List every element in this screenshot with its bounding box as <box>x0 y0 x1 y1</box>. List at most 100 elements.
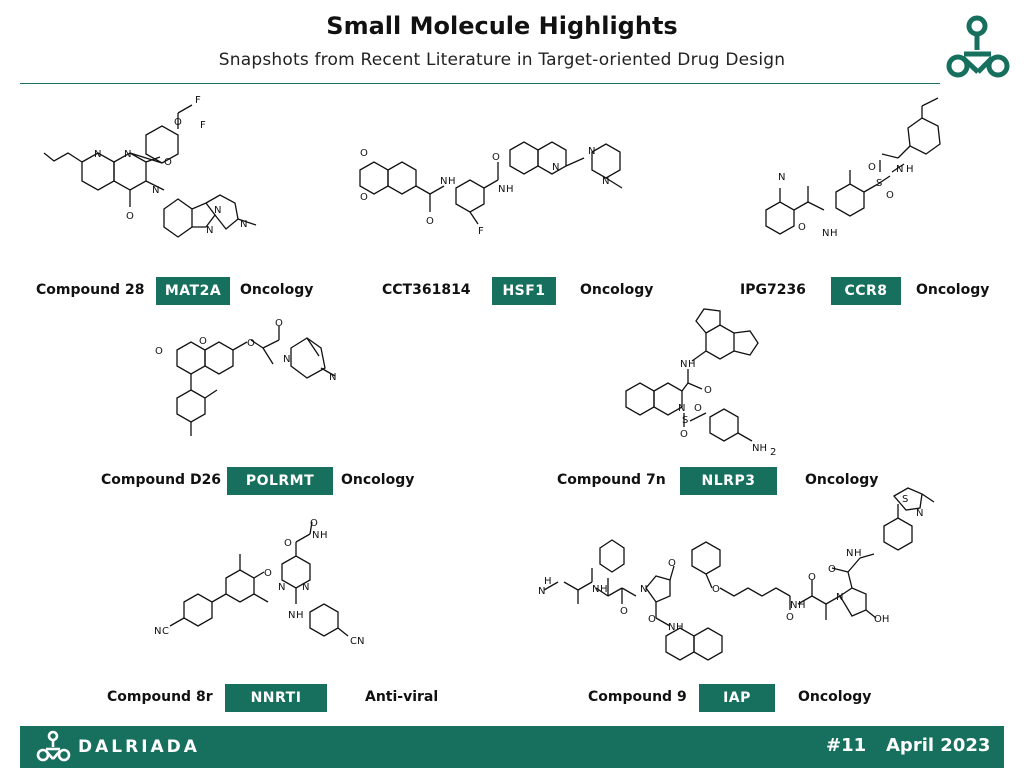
atom-label: H <box>506 184 514 195</box>
page-title: Small Molecule Highlights <box>326 12 678 40</box>
atom-label: N <box>602 176 609 187</box>
atom-label: F <box>195 95 201 106</box>
atom-label: N <box>552 162 559 173</box>
atom-label: N <box>916 508 923 519</box>
atom-label: F <box>200 120 206 131</box>
atom-label: O <box>808 572 816 583</box>
structure-compound-28: O F F N N O N N O N N <box>43 95 290 265</box>
atom-label: O <box>798 222 806 233</box>
atom-label: O <box>694 403 702 414</box>
atom-label: H <box>688 359 696 370</box>
structure-compound-8r: O N H O O N N N H N C CN <box>152 518 382 668</box>
atom-label: O <box>174 117 182 128</box>
atom-label: N <box>288 610 295 621</box>
atom-label: N <box>283 354 290 365</box>
target-badge: IAP <box>699 684 775 712</box>
atom-label: N <box>836 592 843 603</box>
atom-label: O <box>155 346 163 357</box>
atom-label: O <box>704 385 712 396</box>
atom-label: S <box>876 178 882 189</box>
issue-date: April 2023 <box>886 735 991 756</box>
compound-name: Compound 9 <box>588 689 687 705</box>
atom-label: N <box>778 172 785 183</box>
footer-bar: DALRIADA #11 April 2023 <box>20 726 1004 768</box>
atom-label: C <box>162 626 169 637</box>
therapeutic-area: Oncology <box>916 282 990 298</box>
atom-label: CN <box>350 636 364 647</box>
atom-label: N <box>678 403 685 414</box>
atom-label: F <box>478 226 484 237</box>
atom-label: O <box>126 211 134 222</box>
atom-label: O <box>648 614 656 625</box>
compound-name: Compound D26 <box>101 472 222 488</box>
footer-brand: DALRIADA <box>78 737 200 757</box>
atom-label: N <box>592 584 599 595</box>
atom-label: O <box>680 429 688 440</box>
target-badge: MAT2A <box>156 277 230 305</box>
compound-name: Compound 8r <box>107 689 213 705</box>
atom-label: O <box>360 148 368 159</box>
atom-label: N <box>152 185 159 196</box>
target-badge: POLRMT <box>227 467 333 495</box>
atom-label: O <box>164 157 172 168</box>
atom-label: O <box>199 336 207 347</box>
atom-label: N <box>124 149 131 160</box>
atom-label: N <box>680 359 687 370</box>
atom-label: O <box>868 162 876 173</box>
atom-label: N <box>206 225 213 236</box>
atom-label: N <box>302 582 309 593</box>
atom-label: H <box>544 576 552 587</box>
atom-label: N <box>668 622 675 633</box>
issue-number: #11 <box>826 735 867 756</box>
atom-label: N <box>278 582 285 593</box>
atom-label: N <box>588 146 595 157</box>
atom-label: 2 <box>770 447 776 458</box>
atom-label: N <box>440 176 447 187</box>
compound-name: Compound 28 <box>36 282 145 298</box>
structure-ipg7236: N N H S O O N H O <box>762 97 992 248</box>
atom-label: O <box>886 190 894 201</box>
therapeutic-area: Oncology <box>798 689 872 705</box>
atom-label: H <box>798 600 806 611</box>
therapeutic-area: Oncology <box>805 472 879 488</box>
atom-label: O <box>247 338 255 349</box>
atom-label: N <box>94 149 101 160</box>
atom-label: O <box>275 318 283 329</box>
atom-label: N <box>498 184 505 195</box>
atom-label: H <box>854 548 862 559</box>
page-subtitle: Snapshots from Recent Literature in Targ… <box>218 50 786 70</box>
atom-label: O <box>620 606 628 617</box>
target-badge: NLRP3 <box>680 467 777 495</box>
atom-label: N <box>312 530 319 541</box>
atom-label: H <box>296 610 304 621</box>
atom-label: O <box>426 216 434 227</box>
therapeutic-area: Oncology <box>580 282 654 298</box>
atom-label: H <box>448 176 456 187</box>
atom-label: S <box>682 415 688 426</box>
structure-compound-d26: O O O O N N <box>155 318 365 458</box>
atom-label: O <box>668 558 676 569</box>
target-badge: CCR8 <box>831 277 901 305</box>
atom-label: O <box>828 564 836 575</box>
atom-label: N <box>896 164 903 175</box>
atom-label: OH <box>874 614 889 625</box>
header-divider <box>20 83 940 84</box>
atom-label: H <box>830 228 838 239</box>
atom-label: O <box>360 192 368 203</box>
atom-label: N <box>846 548 853 559</box>
dalriada-molecule-logo-icon <box>944 14 1014 84</box>
atom-label: O <box>786 612 794 623</box>
compound-name: Compound 7n <box>557 472 666 488</box>
atom-label: N <box>538 586 545 597</box>
atom-label: NH <box>752 443 767 454</box>
atom-label: H <box>676 622 684 633</box>
structure-cct361814: O O N H N H N N N O O F <box>352 140 632 260</box>
dalriada-logo-icon <box>36 730 72 764</box>
atom-label: H <box>906 164 914 175</box>
atom-label: N <box>154 626 161 637</box>
atom-label: N <box>214 205 221 216</box>
atom-label: O <box>310 518 318 529</box>
therapeutic-area: Anti-viral <box>365 689 439 705</box>
structure-compound-7n: N H O N S O O NH 2 <box>618 305 798 465</box>
atom-label: O <box>712 584 720 595</box>
